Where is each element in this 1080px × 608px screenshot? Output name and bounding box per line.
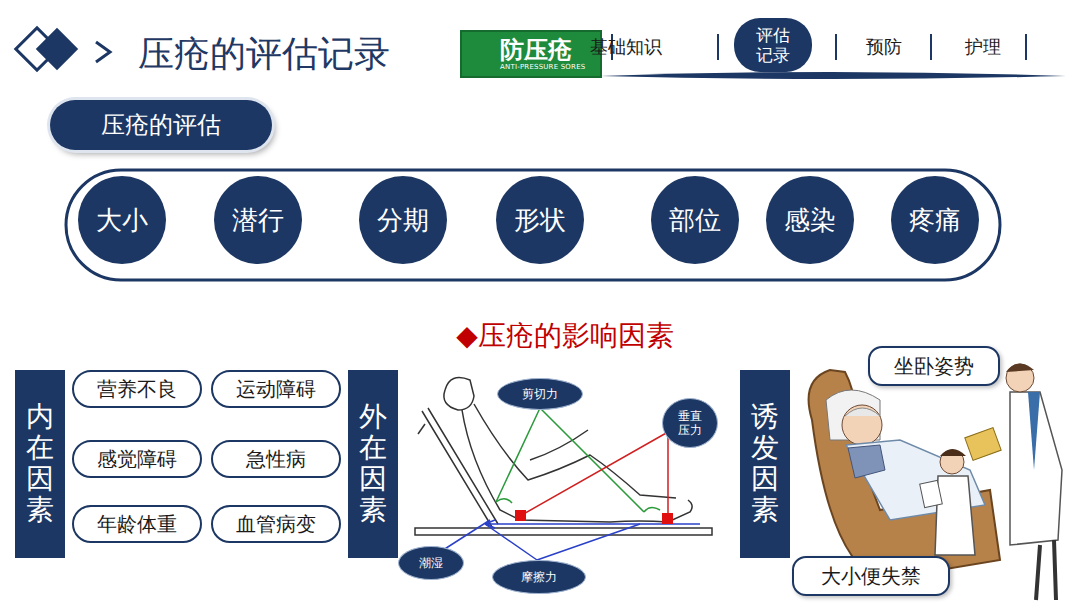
node-label: 年龄体重 — [97, 511, 177, 538]
force-callout: 剪切力 — [497, 378, 583, 410]
node-label: 防压疮 — [500, 37, 572, 63]
cause-callout: 坐卧姿势 — [868, 346, 1000, 386]
assessment-circle: 疼痛 — [891, 176, 979, 264]
assessment-circle: 感染 — [766, 176, 854, 264]
nav-active-pill: 评估记录 — [734, 18, 812, 72]
node-label: 外在因素 — [359, 402, 387, 525]
node-label: 诱发因素 — [751, 402, 779, 525]
pressure-point — [515, 510, 526, 521]
node-label: 形状 — [514, 203, 566, 238]
factor-band: 诱发因素 — [740, 370, 790, 558]
section-button: 压疮的评估 — [50, 100, 272, 150]
factor-pill: 急性病 — [211, 440, 341, 478]
node-sublabel: ANTI-PRESSURE SORES — [500, 63, 585, 72]
assessment-circle: 大小 — [78, 176, 166, 264]
node-label: 疼痛 — [909, 203, 961, 238]
node-label: 血管病变 — [236, 511, 316, 538]
nav-underline — [600, 72, 1066, 79]
nav-item: 护理 — [965, 35, 1001, 59]
nav-item: 预防 — [866, 35, 902, 59]
assessment-circle: 形状 — [496, 176, 584, 264]
cause-callout: 大小便失禁 — [792, 556, 950, 596]
factor-band: 外在因素 — [348, 370, 398, 558]
node-label: 大小便失禁 — [821, 563, 921, 590]
factor-pill: 血管病变 — [211, 505, 341, 543]
diamond-ornament — [36, 28, 78, 70]
nav-item: 基础知识 — [590, 35, 662, 59]
force-callout: 潮湿 — [398, 546, 464, 580]
factor-pill: 运动障碍 — [211, 370, 341, 408]
factor-pill: 年龄体重 — [72, 505, 202, 543]
chevron — [96, 42, 110, 62]
node-label: 潜行 — [232, 203, 284, 238]
node-label: 摩擦力 — [521, 570, 557, 584]
assessment-circle: 部位 — [651, 176, 739, 264]
node-label: 垂直压力 — [677, 409, 703, 437]
assessment-frame — [66, 170, 1000, 280]
section-heading: ◆压疮的影响因素 — [456, 317, 674, 355]
logo-badge: 防压疮ANTI-PRESSURE SORES — [460, 30, 602, 78]
force-lines — [440, 408, 700, 560]
bed-illustration — [415, 378, 712, 535]
node-label: 营养不良 — [97, 376, 177, 403]
factor-band: 内在因素 — [15, 370, 65, 558]
pressure-point — [662, 513, 673, 524]
assessment-circle: 分期 — [359, 176, 447, 264]
node-label: 压疮的评估 — [101, 109, 221, 141]
force-callout: 摩擦力 — [492, 560, 586, 594]
node-label: 急性病 — [246, 446, 306, 473]
node-label: 部位 — [669, 203, 721, 238]
node-label: 内在因素 — [26, 402, 54, 525]
factor-pill: 感觉障碍 — [72, 440, 202, 478]
page-title: 压疮的评估记录 — [138, 30, 390, 79]
node-label: 分期 — [377, 203, 429, 238]
node-label: 评估记录 — [755, 25, 791, 65]
nav-separator — [612, 34, 1026, 60]
node-label: 感染 — [784, 203, 836, 238]
node-label: 大小 — [96, 203, 148, 238]
node-label: 运动障碍 — [236, 376, 316, 403]
node-label: 感觉障碍 — [97, 446, 177, 473]
factor-pill: 营养不良 — [72, 370, 202, 408]
node-label: 坐卧姿势 — [894, 353, 974, 380]
node-label: 剪切力 — [522, 387, 558, 401]
force-callout: 垂直压力 — [662, 398, 718, 448]
node-label: 潮湿 — [419, 556, 443, 570]
assessment-circle: 潜行 — [214, 176, 302, 264]
